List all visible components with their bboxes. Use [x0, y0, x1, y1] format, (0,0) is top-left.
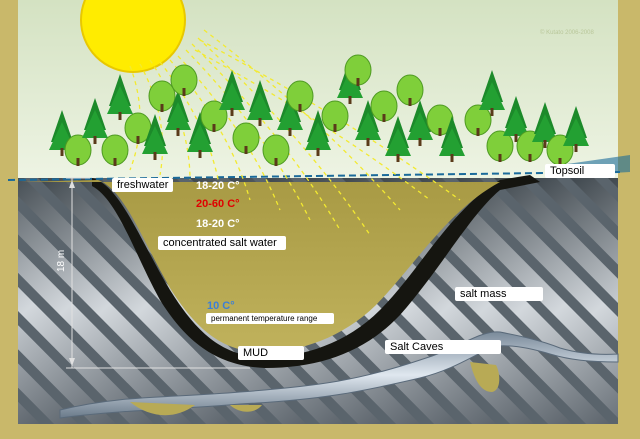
cave-pool: [130, 402, 195, 416]
permanent-label: permanent temperature range: [206, 313, 334, 324]
forest: [49, 54, 589, 166]
tree-icon: [479, 70, 505, 116]
tree-icon: [532, 102, 558, 148]
cave-pool: [230, 405, 262, 412]
tree-icon: [165, 90, 191, 136]
water-table-line: [7, 171, 621, 181]
salt-mass-label: salt mass: [455, 287, 543, 301]
freshwater-label: freshwater: [112, 178, 174, 192]
tree-icon: [142, 114, 168, 160]
tree-icon: [107, 74, 133, 120]
tree-icon: [170, 64, 198, 96]
water-body: [20, 180, 500, 352]
tree-icon: [262, 134, 290, 166]
tree-icon: [563, 106, 589, 152]
topsoil-label: Topsoil: [545, 164, 615, 178]
tree-icon: [385, 116, 411, 162]
tree-icon: [503, 96, 529, 142]
tree-icon: [464, 104, 492, 136]
temp-mid: 20-60 C°: [196, 198, 240, 210]
sun-icon: [80, 0, 186, 73]
tree-icon: [187, 112, 213, 158]
tree-icon: [344, 54, 372, 86]
mud-label: MUD: [238, 346, 304, 360]
tree-icon: [370, 90, 398, 122]
tree-icon: [219, 70, 245, 116]
tree-icon: [396, 74, 424, 106]
tree-icon: [305, 110, 331, 156]
temp-top: 18-20 C°: [196, 180, 240, 192]
concentrated-label: concentrated salt water: [158, 236, 286, 250]
tree-icon: [101, 134, 129, 166]
salt-caves-label: Salt Caves: [385, 340, 501, 354]
temp-low: 18-20 C°: [196, 218, 240, 230]
tree-icon: [407, 100, 433, 146]
depth-label: 18 m: [56, 249, 67, 272]
tree-icon: [486, 130, 514, 162]
cave-pool: [470, 362, 500, 392]
credit-text: © Kutato 2006-2008: [540, 30, 594, 36]
tree-icon: [148, 80, 176, 112]
tree-icon: [82, 98, 108, 144]
tree-icon: [64, 134, 92, 166]
tree-icon: [439, 116, 465, 162]
tree-icon: [321, 100, 349, 132]
tree-icon: [247, 80, 273, 126]
tree-icon: [355, 100, 381, 146]
tree-icon: [232, 122, 260, 154]
tree-icon: [286, 80, 314, 112]
temp-deep: 10 C°: [207, 300, 235, 312]
